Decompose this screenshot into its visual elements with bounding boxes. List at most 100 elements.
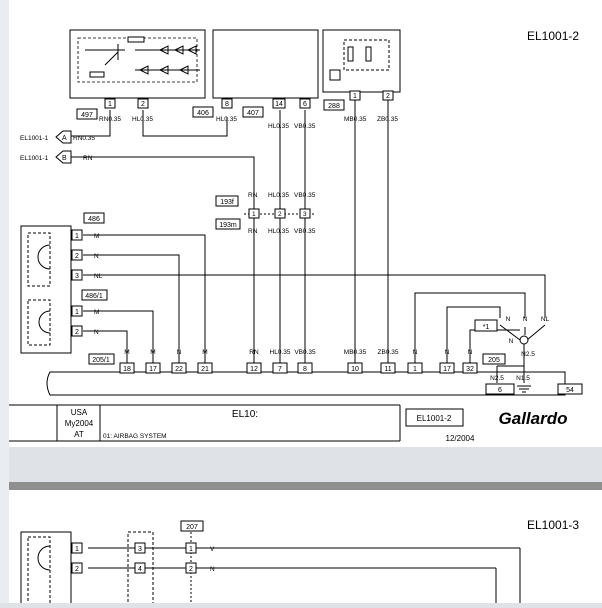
mid-pin-3: 3 [303,211,307,218]
bottom-pin-box-9 [407,362,423,374]
bottom-wire-label-4: RN [249,349,259,356]
bottom-wire-label-10: N [445,349,450,356]
pin-288-2: 2 [386,93,390,100]
label-205-1: 205/1 [92,357,110,364]
right-wire-n15: N1.5 [516,375,530,382]
sheet-code-2: EL1001-3 [527,518,579,532]
bottom-pin-box-6 [297,362,313,374]
bottom-wire-label-3: M [202,349,207,356]
footer-title: EL10: [232,409,258,420]
pin-486-1: 1 [75,233,79,240]
bottom-pin-box-4 [246,362,262,374]
bottom-wire-label-8: ZB0.35 [378,349,399,356]
pin-486-1-1: 1 [75,309,79,316]
left-wire-n: N [94,253,99,260]
wiring-diagram-2: 1 2 3 4 1 2 207 V N EL1001-3 [20,518,579,608]
p2-pin-right-1: 1 [189,546,193,553]
mid-rn-top: RN [248,192,258,199]
right-wire-n25b: N2.5 [490,375,504,382]
pin-406-8: 8 [225,101,229,108]
bottom-pin-box-8 [380,362,396,374]
right-wire-n25: N2.5 [521,351,535,358]
diagram-sheet-el1001-2: 1 2 8 14 6 1 2 497 406 407 288 486 [9,0,602,447]
footer-trans: AT [74,430,84,439]
component-497-inner [77,37,198,83]
bottom-pin-9: 1 [413,366,417,373]
label-497: 497 [81,112,93,119]
bottom-wire-label-5: HL0.35 [270,349,291,356]
p2-wire-v: V [210,546,215,553]
bottom-pin-6: 8 [303,366,307,373]
p2-pin-mid-4: 4 [138,566,142,573]
pin-486-2: 2 [75,253,79,260]
bottom-pin-box-7 [347,362,363,374]
bottom-pin-2: 22 [175,366,183,373]
footer-subtitle: 01: AIRBAG SYSTEM [103,433,167,440]
mid-vb-bot: VB0.35 [294,228,316,235]
pin-407-6: 6 [303,101,307,108]
p2-label-207: 207 [186,524,198,531]
component-288-body [322,29,401,93]
bottom-pin-8: 11 [384,366,391,373]
mid-hl-bot: HL0.35 [268,228,289,235]
p2-pin-mid-3: 3 [138,546,142,553]
pin-486-3: 3 [75,273,79,280]
label-406: 406 [197,110,209,117]
sheet-code: EL1001-2 [527,29,579,43]
mid-rn-bot: RN [248,228,258,235]
bottom-wire-label-2: N [177,349,182,356]
bottom-pin-5: 7 [278,366,282,373]
right-wire-n2: N [523,316,528,323]
left-wire-m2: M [94,309,99,316]
ref-a-letter: A [62,135,67,142]
bottom-pin-box-1 [145,362,161,374]
wire-rn035: RN0.35 [99,116,121,123]
wire-zb035: ZB0.35 [377,116,398,123]
mid-pin-1: 1 [252,211,256,218]
label-54: 54 [566,387,574,394]
label-205: 205 [488,357,500,364]
ref-b-sheet: EL1001-1 [20,155,49,162]
left-margin-strip [0,0,9,603]
bottom-pin-4: 12 [250,366,258,373]
left-wire-m: M [94,233,99,240]
left-wire-nl: NL [94,273,103,280]
left-wire-n2: N [94,329,99,336]
bottom-pin-11: 32 [466,366,474,373]
bottom-pin-10: 17 [443,366,451,373]
label-6: 6 [498,387,502,394]
bottom-pin-7: 10 [351,366,359,373]
mid-pin-2: 2 [278,211,282,218]
pin-497-1: 1 [108,101,112,108]
bottom-pin-1: 17 [149,366,157,373]
label-193m: 193m [219,222,237,229]
bottom-pin-box-0 [119,362,135,374]
footer-year: My2004 [65,419,94,428]
wire-hl035-2: HL0.35 [216,116,237,123]
ref-b-wire: RN [83,155,93,162]
footer-code: EL1001-2 [417,414,452,423]
mid-hl-top: HL0.35 [268,192,289,199]
ref-b-letter: B [62,155,67,162]
connector-205-1-body [46,371,566,396]
wiring-diagram-1: 1 2 8 14 6 1 2 497 406 407 288 486 [9,29,583,443]
ref-a-wire: RN0.35 [73,135,95,142]
p2-pin-left-1: 1 [75,546,79,553]
wire-hl035-3: HL0.35 [268,123,289,130]
bottom-pin-0: 18 [123,366,131,373]
bottom-wire-label-9: N [413,349,418,356]
footer-model: Gallardo [499,409,568,428]
label-193f: 193f [220,199,234,206]
ref-a-sheet: EL1001-1 [20,135,49,142]
bottom-wire-label-0: M [124,349,129,356]
component-486-body [20,225,72,354]
bottom-pin-3: 21 [201,366,209,373]
diagram-sheet-el1001-3: 1 2 3 4 1 2 207 V N EL1001-3 [9,490,602,608]
bottom-pin-box-3 [197,362,213,374]
bottom-pin-box-5 [272,362,288,374]
footer-date: 12/2004 [446,434,475,443]
p2-pin-right-2: 2 [189,566,193,573]
component-497-body [69,29,206,99]
page-separator [9,482,602,490]
label-288: 288 [328,103,340,110]
